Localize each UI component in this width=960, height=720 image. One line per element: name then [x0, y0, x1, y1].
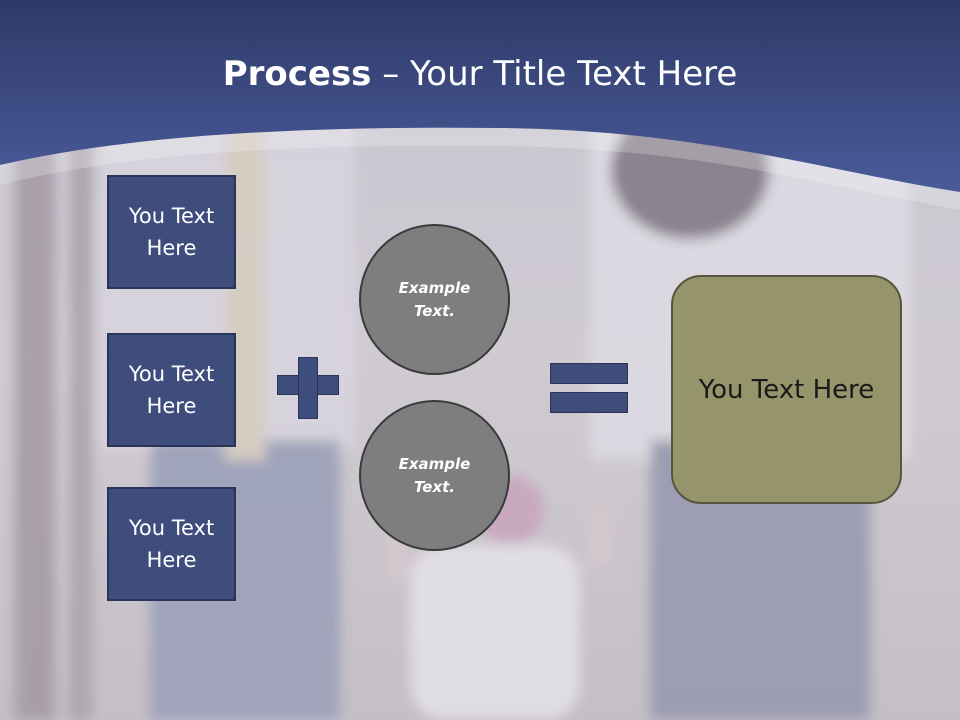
result-box-label: You Text Here [698, 374, 875, 405]
equals-icon-top-bar [550, 363, 628, 384]
title-bold: Process [222, 54, 372, 94]
header-band [0, 0, 960, 192]
input-box-2-label: You Text Here [128, 362, 215, 418]
slide-title: Process – Your Title Text Here [0, 52, 960, 96]
example-circle-2-label: Example Text. [398, 454, 471, 496]
input-box-2: You Text Here [107, 333, 236, 447]
example-circle-1: Example Text. [359, 224, 510, 375]
input-box-1: You Text Here [107, 175, 236, 289]
equals-icon-bottom-bar [550, 392, 628, 413]
example-circle-1-label: Example Text. [398, 278, 471, 320]
header-sheen [0, 127, 960, 210]
example-circle-2: Example Text. [359, 400, 510, 551]
result-box: You Text Here [671, 275, 902, 504]
plus-icon-vertical [298, 357, 318, 419]
input-box-1-label: You Text Here [128, 204, 215, 260]
input-box-3: You Text Here [107, 487, 236, 601]
input-box-3-label: You Text Here [128, 516, 215, 572]
title-rest: – Your Title Text Here [371, 54, 738, 94]
